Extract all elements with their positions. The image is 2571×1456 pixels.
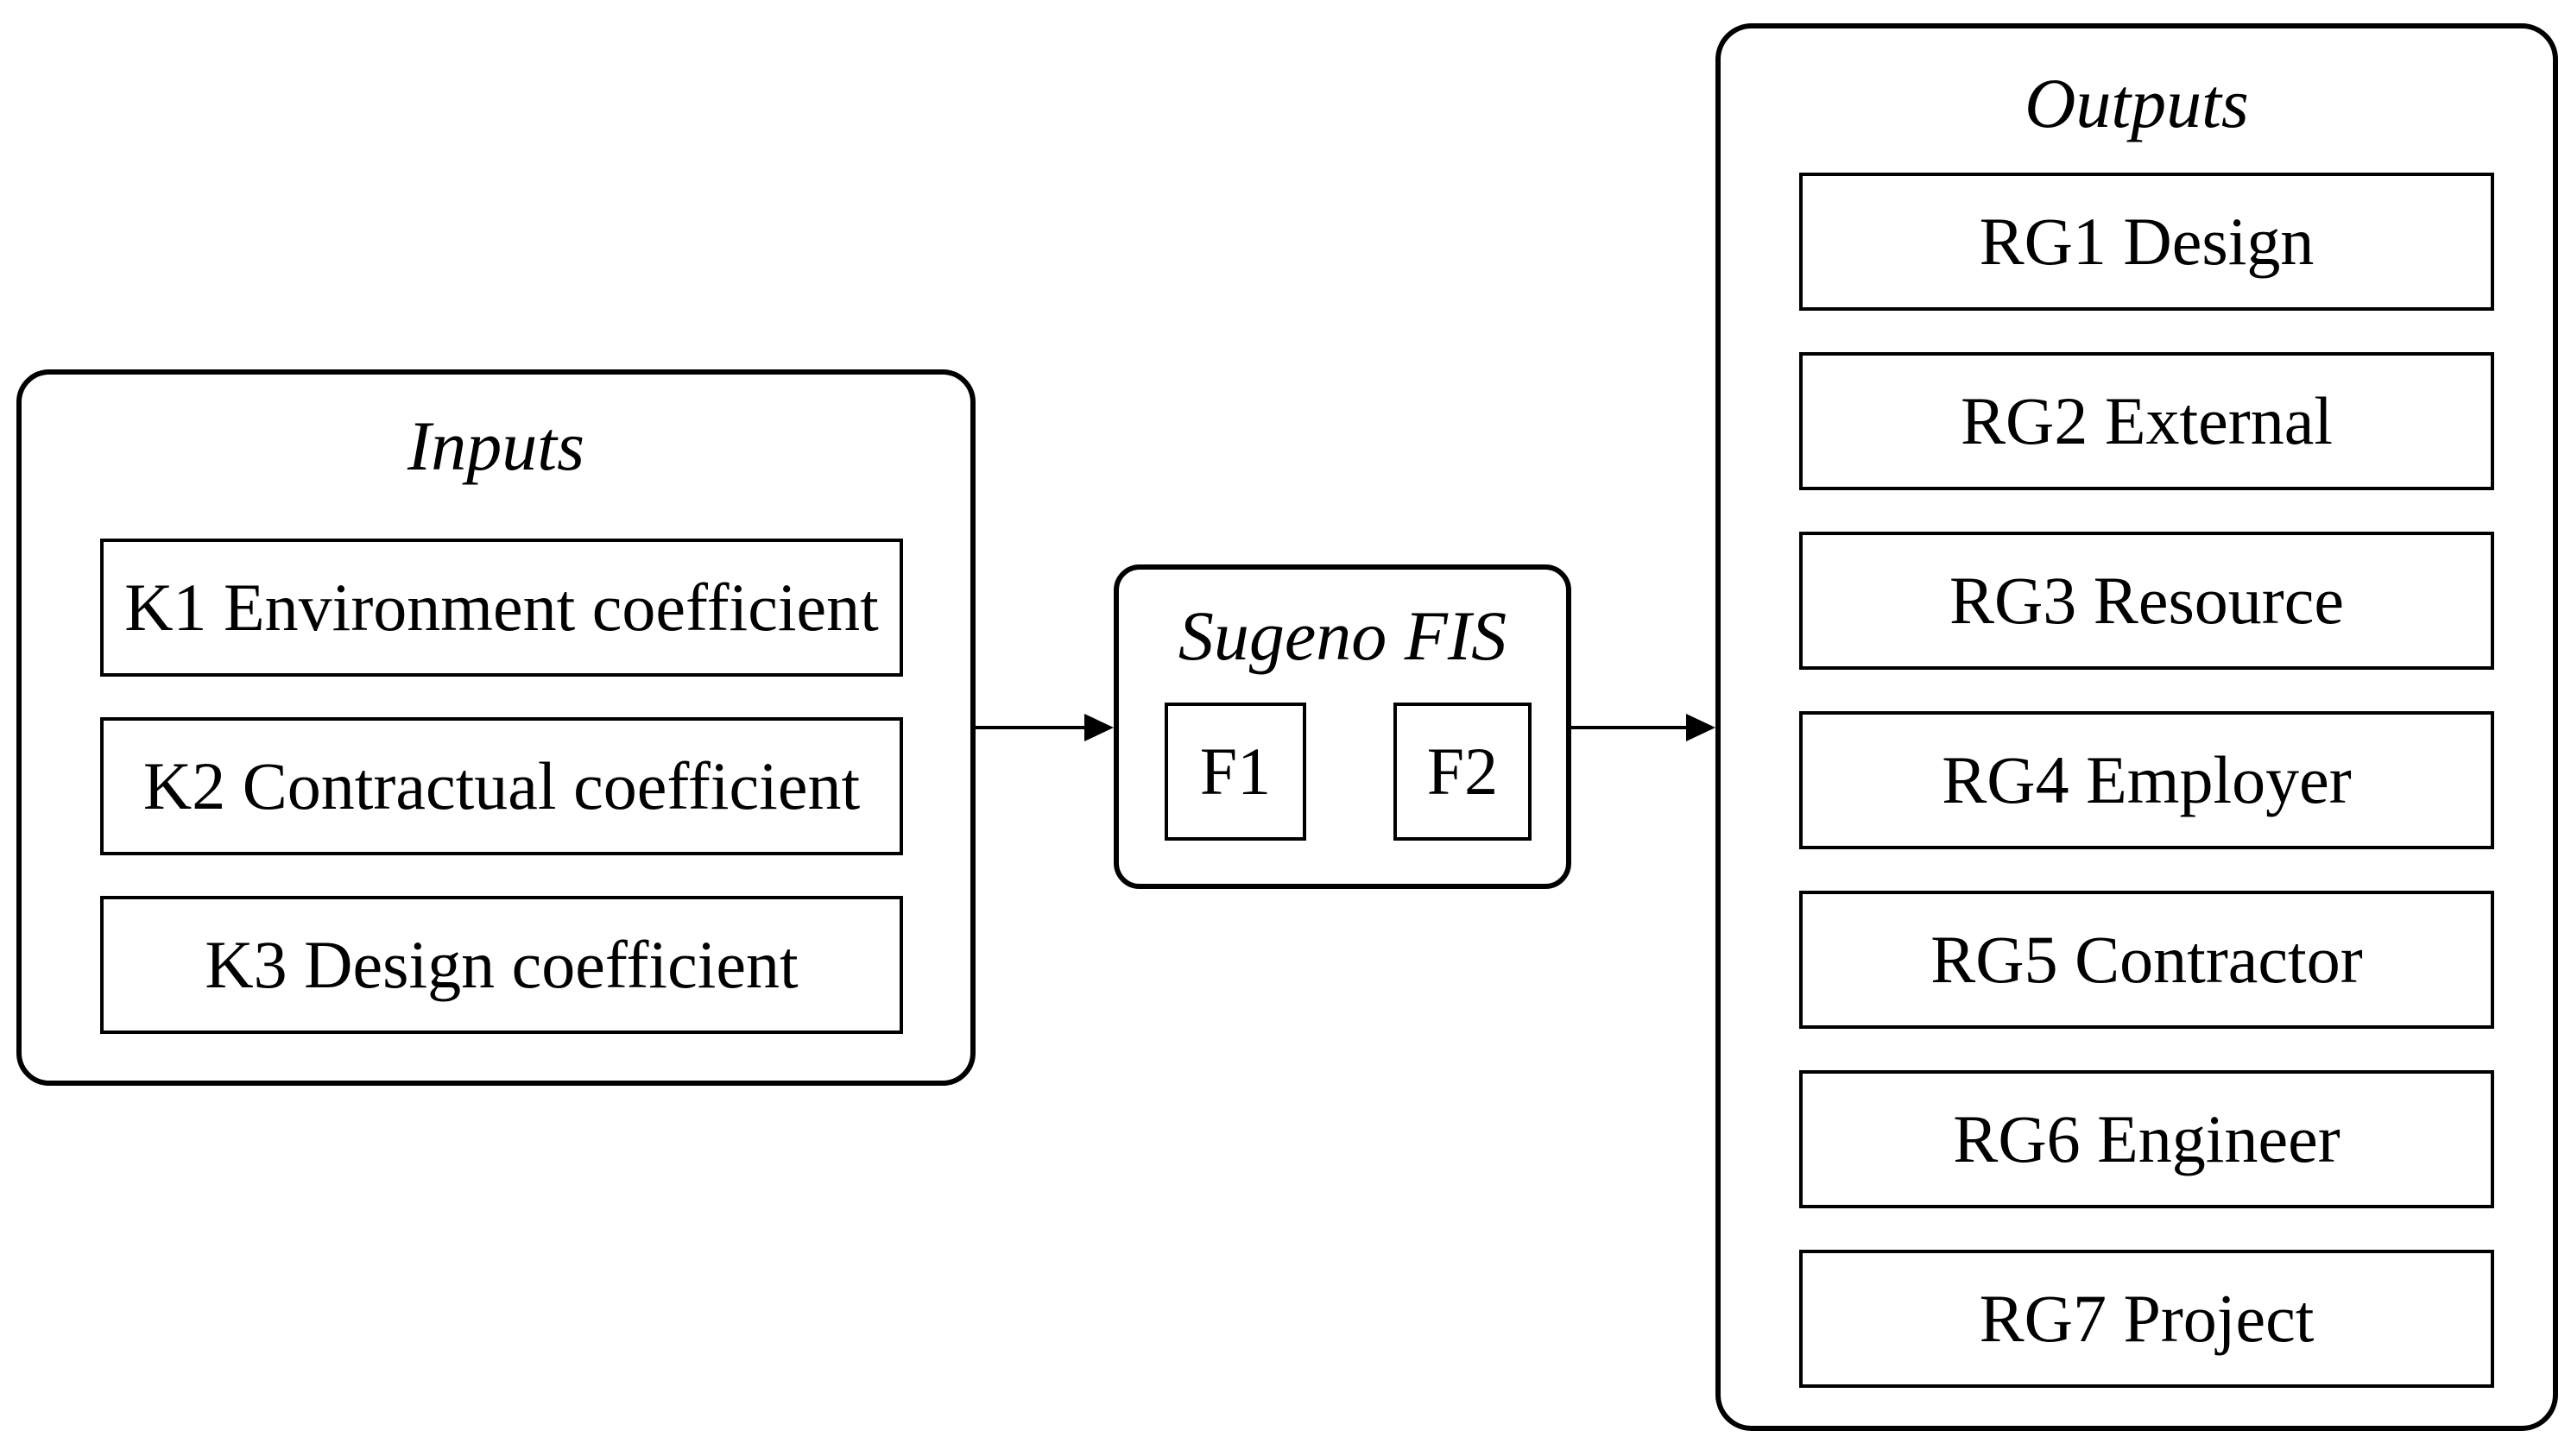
- arrow-inputs-to-fis-head-icon: [1084, 714, 1114, 741]
- output-node-rg2-label: RG2 External: [1960, 383, 2334, 458]
- fis-node-f1-label: F1: [1199, 734, 1272, 809]
- output-node-rg1-label: RG1 Design: [1979, 204, 2315, 279]
- output-node-rg6: RG6 Engineer: [1799, 1070, 2494, 1208]
- input-node-k2: K2 Contractual coefficient: [100, 717, 903, 855]
- input-node-k2-label: K2 Contractual coefficient: [142, 748, 861, 823]
- outputs-panel: Outputs RG1 Design RG2 External RG3 Reso…: [1715, 23, 2558, 1431]
- arrow-inputs-to-fis-line: [976, 726, 1090, 729]
- sugeno-fis-panel: Sugeno FIS F1 F2: [1114, 564, 1571, 889]
- input-node-k3: K3 Design coefficient: [100, 896, 903, 1034]
- output-node-rg5: RG5 Contractor: [1799, 891, 2494, 1029]
- output-node-rg6-label: RG6 Engineer: [1953, 1101, 2340, 1176]
- output-node-rg5-label: RG5 Contractor: [1930, 922, 2363, 997]
- input-node-k1: K1 Environment coefficient: [100, 539, 903, 677]
- output-node-rg3-label: RG3 Resource: [1949, 563, 2345, 638]
- inputs-panel-title: Inputs: [407, 407, 584, 485]
- output-node-rg1: RG1 Design: [1799, 173, 2494, 311]
- input-node-k3-label: K3 Design coefficient: [205, 927, 799, 1002]
- output-node-rg4-label: RG4 Employer: [1942, 742, 2352, 817]
- output-node-rg2: RG2 External: [1799, 352, 2494, 490]
- fis-node-f2: F2: [1393, 703, 1532, 841]
- output-node-rg4: RG4 Employer: [1799, 711, 2494, 849]
- input-node-k1-label: K1 Environment coefficient: [124, 570, 879, 645]
- output-node-rg7: RG7 Project: [1799, 1250, 2494, 1388]
- arrow-fis-to-outputs-line: [1571, 726, 1688, 729]
- fis-node-f2-label: F2: [1426, 734, 1499, 809]
- arrow-fis-to-outputs-head-icon: [1686, 714, 1715, 741]
- outputs-panel-title: Outputs: [2025, 64, 2249, 142]
- fis-node-f1: F1: [1165, 703, 1306, 841]
- sugeno-fis-panel-title: Sugeno FIS: [1178, 596, 1507, 675]
- output-node-rg7-label: RG7 Project: [1979, 1281, 2315, 1356]
- inputs-panel: Inputs K1 Environment coefficient K2 Con…: [16, 369, 976, 1086]
- output-node-rg3: RG3 Resource: [1799, 532, 2494, 670]
